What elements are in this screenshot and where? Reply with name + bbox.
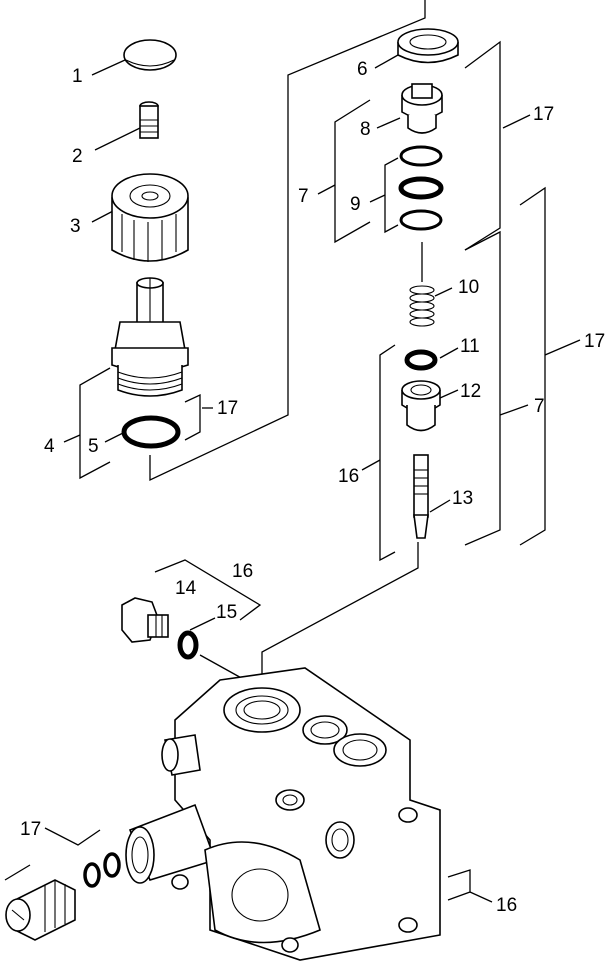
callout-17-top: 17 bbox=[533, 104, 554, 125]
part-8-valve-plug bbox=[401, 83, 443, 134]
callout-16-bottom: 16 bbox=[496, 895, 517, 916]
callout-15: 15 bbox=[216, 602, 237, 623]
part-14-plug bbox=[121, 597, 169, 643]
callout-17-right: 17 bbox=[584, 331, 605, 352]
bracket-line-6 bbox=[149, 0, 426, 482]
bracket-7-lower bbox=[464, 230, 501, 546]
pump-housing bbox=[125, 667, 441, 961]
part-1-cap bbox=[123, 39, 177, 71]
part-2-screw bbox=[139, 101, 159, 139]
leader-15-housing bbox=[199, 654, 246, 681]
callout-7-top: 7 bbox=[298, 186, 309, 207]
callout-3: 3 bbox=[70, 216, 81, 237]
callout-6: 6 bbox=[357, 59, 368, 80]
callout-17-bottom: 17 bbox=[20, 819, 41, 840]
part-5-o-ring bbox=[121, 415, 181, 449]
bracket-17-bottom-b bbox=[4, 864, 31, 881]
callout-labels: 1 2 3 4 5 17 6 8 7 9 17 10 11 12 7 17 16… bbox=[20, 59, 605, 916]
part-13-pin bbox=[413, 454, 429, 539]
bracket-9 bbox=[384, 157, 399, 234]
bracket-16-bottom bbox=[447, 869, 471, 901]
callout-16-mid: 16 bbox=[232, 561, 253, 582]
bracket-17-top bbox=[464, 40, 501, 251]
part-17-nozzle bbox=[5, 852, 121, 941]
callout-16-vertical: 16 bbox=[338, 466, 359, 487]
part-3-knob bbox=[111, 173, 189, 262]
callout-14: 14 bbox=[175, 578, 197, 599]
bracket-17-right bbox=[519, 186, 546, 546]
bracket-16-vertical bbox=[379, 344, 396, 562]
callout-9: 9 bbox=[350, 194, 361, 215]
callout-8: 8 bbox=[360, 119, 371, 140]
callout-5: 5 bbox=[88, 436, 99, 457]
callout-2: 2 bbox=[72, 146, 83, 167]
bracket-16-mid bbox=[154, 559, 262, 621]
callout-13: 13 bbox=[452, 488, 473, 509]
part-4-valve-body bbox=[111, 277, 189, 397]
callout-10: 10 bbox=[458, 277, 479, 298]
callout-4: 4 bbox=[44, 436, 55, 457]
callout-7-lower: 7 bbox=[534, 396, 545, 417]
callout-1: 1 bbox=[72, 66, 83, 87]
part-6-seal bbox=[397, 28, 459, 64]
bracket-17-bottom bbox=[44, 827, 101, 846]
part-10-spring bbox=[409, 285, 435, 327]
callout-leaders bbox=[63, 54, 581, 903]
callout-17-left: 17 bbox=[217, 398, 238, 419]
bracket-4 bbox=[79, 367, 111, 480]
bracket-lines bbox=[4, 0, 546, 901]
part-15-o-ring bbox=[177, 630, 199, 660]
callout-12: 12 bbox=[460, 381, 481, 402]
part-11-o-ring bbox=[404, 349, 438, 371]
bracket-17-left bbox=[184, 393, 201, 441]
part-12-valve-seat bbox=[401, 380, 441, 432]
callout-11: 11 bbox=[460, 336, 480, 357]
bracket-7-top bbox=[334, 99, 371, 244]
part-9-seal-rings bbox=[398, 145, 444, 231]
